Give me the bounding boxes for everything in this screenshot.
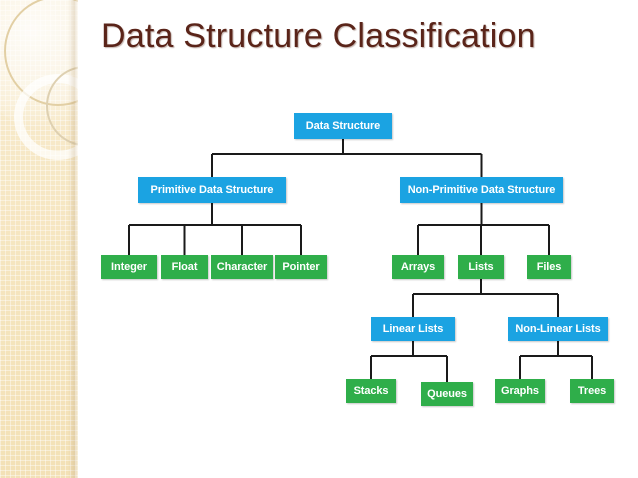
diagram-node-float[interactable]: Float: [161, 255, 208, 279]
diagram-node-integer[interactable]: Integer: [101, 255, 157, 279]
diagram-node-label: Lists: [468, 260, 494, 273]
diagram-node-non-primitive-data-structure[interactable]: Non-Primitive Data Structure: [400, 177, 563, 203]
diagram-node-arrays[interactable]: Arrays: [392, 255, 444, 279]
diagram-node-files[interactable]: Files: [527, 255, 571, 279]
diagram-node-label: Character: [216, 260, 268, 273]
diagram-node-label: Non-Primitive Data Structure: [407, 183, 556, 196]
page-title: Data Structure Classification: [101, 17, 536, 55]
diagram-node-label: Primitive Data Structure: [150, 183, 274, 196]
diagram-node-data-structure[interactable]: Data Structure: [294, 113, 392, 139]
sidebar-edge-shadow: [68, 0, 78, 478]
diagram-node-label: Non-Linear Lists: [515, 322, 601, 335]
diagram-node-label: Arrays: [400, 260, 436, 273]
diagram-node-label: Float: [171, 260, 198, 273]
diagram-node-queues[interactable]: Queues: [421, 382, 473, 406]
diagram-node-label: Linear Lists: [382, 322, 444, 335]
diagram-node-label: Integer: [111, 260, 147, 273]
diagram-node-character[interactable]: Character: [211, 255, 273, 279]
diagram-node-non-linear-lists[interactable]: Non-Linear Lists: [508, 317, 608, 341]
diagram-node-label: Graphs: [501, 384, 539, 397]
diagram-node-trees[interactable]: Trees: [570, 379, 614, 403]
diagram-node-linear-lists[interactable]: Linear Lists: [371, 317, 455, 341]
diagram-node-label: Pointer: [282, 260, 320, 273]
diagram-node-primitive-data-structure[interactable]: Primitive Data Structure: [138, 177, 286, 203]
diagram-node-label: Stacks: [353, 384, 389, 397]
diagram-node-lists[interactable]: Lists: [458, 255, 504, 279]
diagram-node-pointer[interactable]: Pointer: [275, 255, 327, 279]
diagram-node-graphs[interactable]: Graphs: [495, 379, 545, 403]
diagram-node-label: Trees: [577, 384, 607, 397]
slide-decorative-sidebar: [0, 0, 78, 478]
diagram-node-stacks[interactable]: Stacks: [346, 379, 396, 403]
decorative-ring-thick-icon: [14, 74, 78, 160]
diagram-node-label: Data Structure: [305, 119, 381, 132]
diagram-node-label: Files: [536, 260, 562, 273]
diagram-node-label: Queues: [427, 387, 467, 400]
